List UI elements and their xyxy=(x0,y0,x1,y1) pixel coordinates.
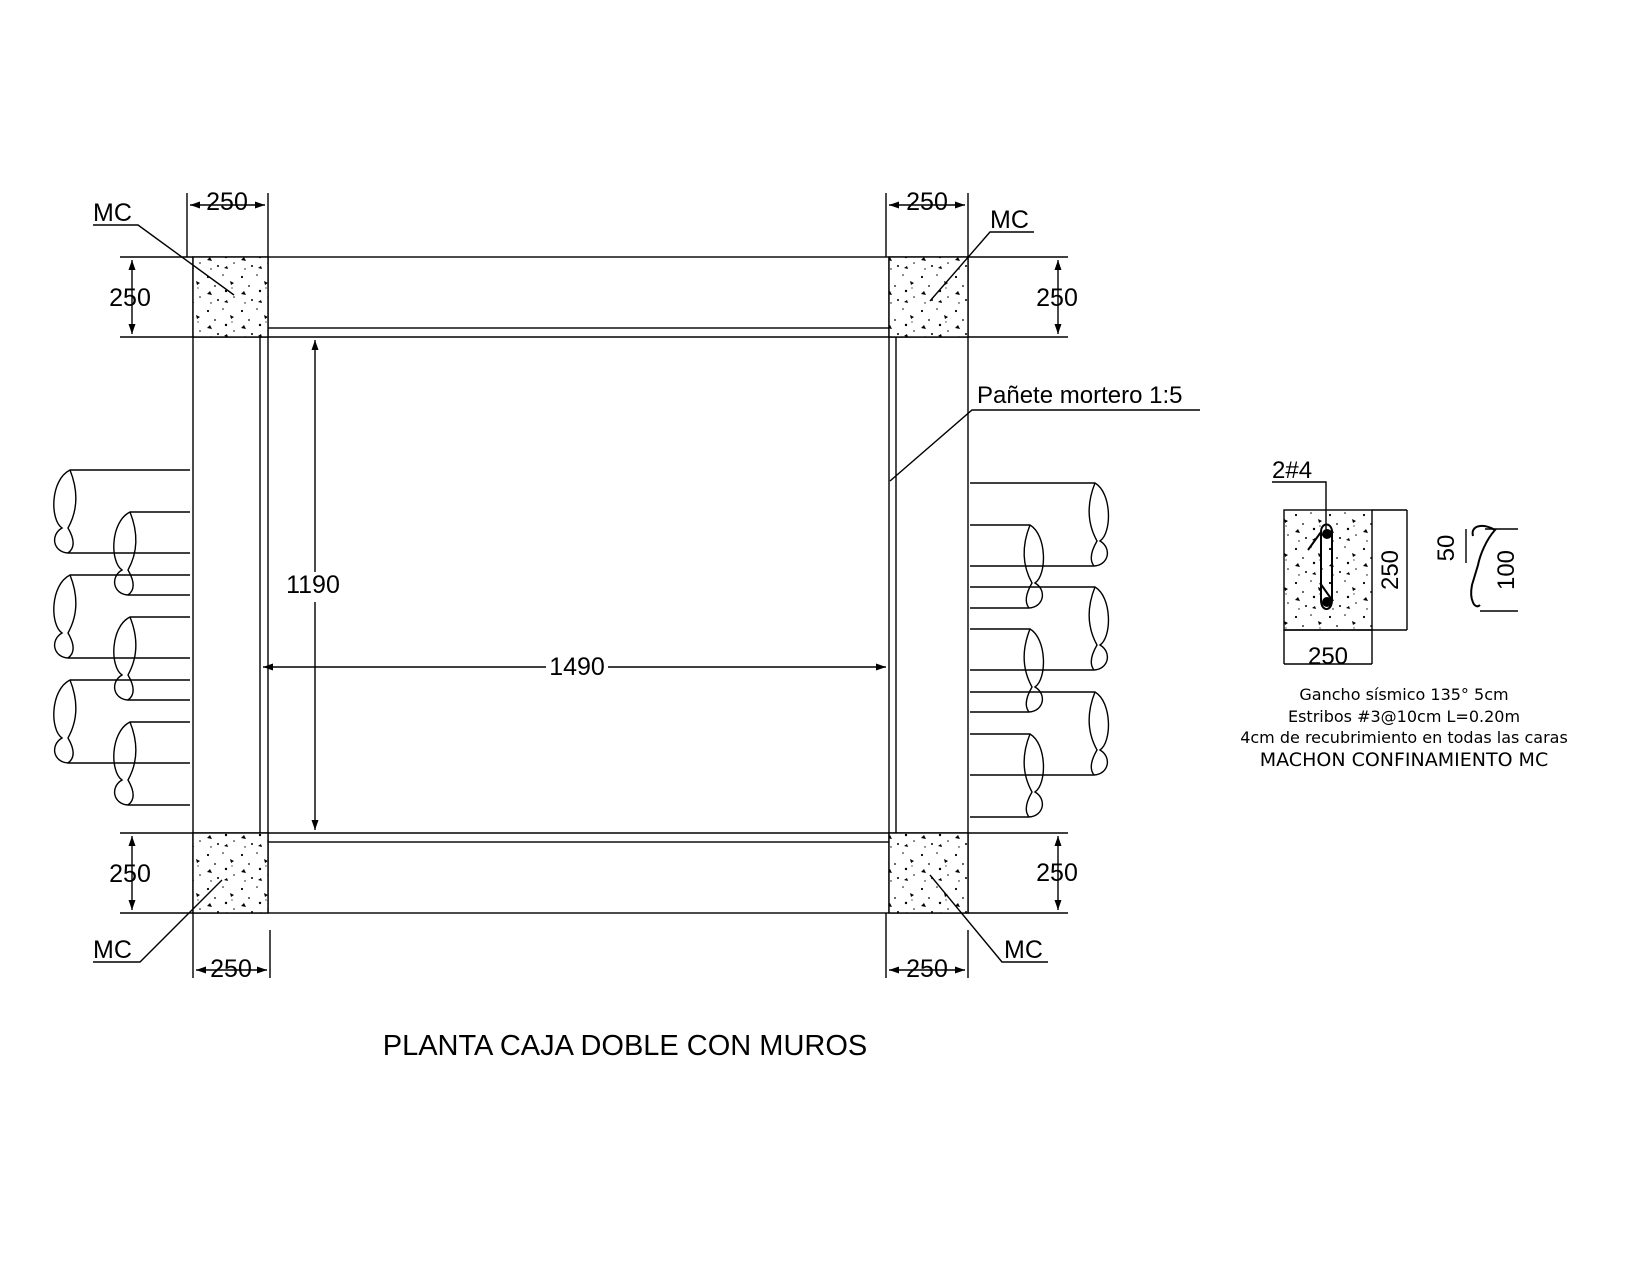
dim-left-top: 250 xyxy=(109,284,151,312)
mc-leaders xyxy=(93,224,1200,963)
detail-note-3: 4cm de recubrimiento en todas las caras xyxy=(1240,728,1568,747)
mc-label-top-right: MC xyxy=(990,206,1029,234)
pipes-left xyxy=(53,469,190,806)
mc-label-bottom-right: MC xyxy=(1004,936,1043,964)
confinement-columns xyxy=(192,256,969,914)
plaster-outline xyxy=(259,327,897,843)
drawing-title: PLANTA CAJA DOBLE CON MUROS xyxy=(383,1030,868,1062)
dim-right-top: 250 xyxy=(1036,284,1078,312)
dim-bottom-left: 250 xyxy=(210,955,252,983)
detail-bars-label: 2#4 xyxy=(1272,457,1312,484)
extension-lines xyxy=(120,193,1068,978)
plaster-label: Pañete mortero 1:5 xyxy=(977,382,1182,409)
detail-name: MACHON CONFINAMIENTO MC xyxy=(1260,749,1548,771)
detail-width-dim: 250 xyxy=(1308,643,1348,670)
column-mc-bottom-left xyxy=(192,832,269,914)
pipes-right xyxy=(970,482,1110,818)
dim-top-right: 250 xyxy=(906,188,948,216)
dim-bottom-right: 250 xyxy=(906,955,948,983)
column-detail xyxy=(1272,481,1518,665)
box-walls xyxy=(192,256,969,914)
dim-inner-height: 1190 xyxy=(286,571,340,599)
dim-inner-width: 1490 xyxy=(549,653,605,681)
dim-left-bottom: 250 xyxy=(109,860,151,888)
rebar-top xyxy=(1322,529,1332,539)
dim-right-bottom: 250 xyxy=(1036,859,1078,887)
column-mc-bottom-right xyxy=(888,832,969,914)
column-mc-top-left xyxy=(192,256,269,338)
rebar-bottom xyxy=(1322,597,1332,607)
detail-hook-a: 50 xyxy=(1433,535,1460,562)
detail-hook-b: 100 xyxy=(1493,550,1520,590)
dim-top-left: 250 xyxy=(206,188,248,216)
detail-note-2: Estribos #3@10cm L=0.20m xyxy=(1288,707,1520,726)
detail-height-dim: 250 xyxy=(1377,550,1404,590)
detail-note-1: Gancho sísmico 135° 5cm xyxy=(1299,685,1508,704)
column-mc-top-right xyxy=(888,256,969,338)
mc-label-top-left: MC xyxy=(93,199,132,227)
mc-label-bottom-left: MC xyxy=(93,936,132,964)
